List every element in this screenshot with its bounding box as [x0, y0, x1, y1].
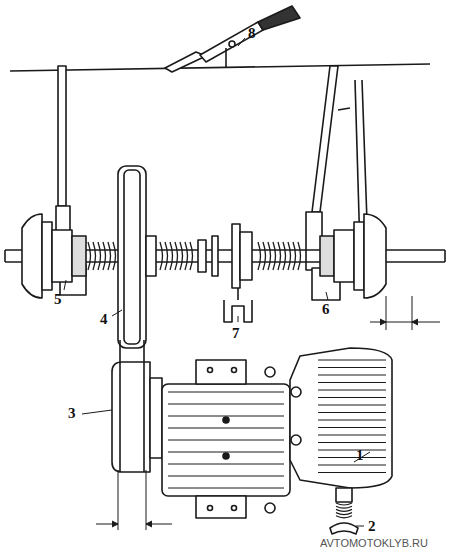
- clutch-spring: [288, 242, 291, 270]
- clutch-spring: [108, 242, 111, 270]
- clutch-spring: [273, 242, 276, 270]
- housing-slot: [318, 450, 386, 451]
- clutch-spring: [180, 242, 183, 270]
- housing-slot: [318, 367, 386, 368]
- clutch-spring: [88, 242, 91, 270]
- housing-slot: [318, 457, 386, 458]
- clutch-spring: [190, 242, 193, 270]
- clutch-spring: [113, 242, 116, 270]
- callout-number: 1: [356, 448, 364, 463]
- right-clutch-drum: [320, 214, 386, 298]
- callout-number: 4: [100, 312, 108, 327]
- callout-number: 2: [368, 519, 376, 534]
- cooling-fin: [168, 404, 284, 405]
- shaft-collars: [198, 224, 252, 288]
- housing-slot: [318, 390, 386, 391]
- shaft-support: [224, 300, 252, 322]
- housing-slot: [318, 427, 386, 428]
- callout-number: 6: [322, 302, 330, 317]
- housing-slot: [318, 382, 386, 383]
- starter-spring: [336, 506, 352, 508]
- housing-slot: [318, 420, 386, 421]
- clutch-spring: [258, 242, 261, 270]
- cooling-fin: [168, 428, 284, 429]
- cooling-fin: [168, 392, 284, 393]
- starter-spring: [336, 509, 352, 511]
- cooling-fin: [168, 440, 284, 441]
- clutch-spring: [160, 242, 163, 270]
- support-stem: [237, 288, 239, 300]
- clutch-spring: [98, 242, 101, 270]
- housing-slot: [318, 465, 386, 466]
- cooling-fin: [168, 452, 284, 453]
- clutch-spring: [170, 242, 173, 270]
- clutch-spring: [93, 242, 96, 270]
- control-rod: [10, 64, 430, 71]
- cooling-fin: [168, 488, 284, 489]
- housing-slot: [318, 360, 386, 361]
- driven-pulley: [118, 166, 156, 348]
- clutch-spring: [175, 242, 178, 270]
- housing-slot: [318, 412, 386, 413]
- engine-mounts: [196, 360, 246, 518]
- left-clutch-drum: [22, 214, 86, 298]
- starter-spring: [336, 513, 352, 515]
- callout-number: 3: [68, 406, 76, 421]
- housing-slot: [318, 375, 386, 376]
- clutch-spring: [283, 242, 286, 270]
- cooling-fin: [168, 464, 284, 465]
- clutch-spring: [103, 242, 106, 270]
- housing-slot: [318, 435, 386, 436]
- right-fork-arm: [306, 66, 368, 300]
- starter-spring: [336, 503, 352, 505]
- housing-slot: [318, 442, 386, 443]
- clutch-spring: [278, 242, 281, 270]
- housing-slot: [318, 405, 386, 406]
- housing-slot: [318, 397, 386, 398]
- hand-lever: [165, 6, 300, 72]
- clutch-spring: [298, 242, 301, 270]
- clutch-spring: [268, 242, 271, 270]
- clutch-spring: [263, 242, 266, 270]
- callout-number: 7: [232, 326, 240, 341]
- housing-slot: [318, 472, 386, 473]
- flywheel-housing: [265, 348, 392, 513]
- leader-lines: [64, 38, 370, 526]
- callout-number: 8: [248, 26, 256, 41]
- callout-number: 5: [54, 292, 62, 307]
- starter-spring: [336, 516, 352, 518]
- starter: [330, 488, 358, 534]
- cooling-fin: [168, 416, 284, 417]
- dimension-lines: [96, 296, 440, 530]
- watermark: AVTOMOTOKLYB.RU: [320, 538, 428, 549]
- clutch-spring: [165, 242, 168, 270]
- engine-pulley: [112, 362, 162, 472]
- engine-cylinder: [162, 384, 290, 496]
- cooling-fin: [168, 476, 284, 477]
- clutch-spring: [185, 242, 188, 270]
- clutch-spring: [293, 242, 296, 270]
